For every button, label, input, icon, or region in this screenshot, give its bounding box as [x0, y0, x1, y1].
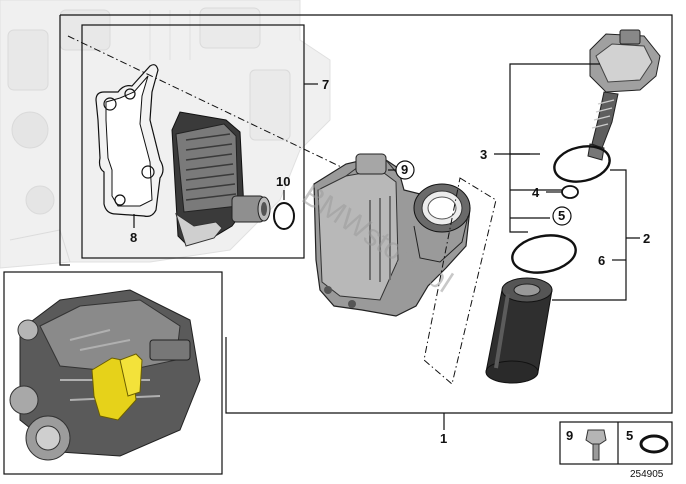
callout-9: 9 — [401, 162, 408, 177]
leader-bracket-left — [509, 63, 600, 233]
oil-filter-element — [485, 277, 553, 384]
legend-boxes — [559, 421, 673, 465]
callout-1: 1 — [440, 431, 447, 446]
engine-inset — [3, 271, 223, 475]
group-7-box — [81, 24, 305, 259]
callout-10: 10 — [276, 174, 290, 189]
callout-3: 3 — [480, 147, 487, 162]
o-ring-part-6 — [511, 234, 577, 274]
legend-ring-icon — [639, 434, 669, 454]
o-ring-part-10 — [273, 202, 295, 230]
o-ring-part-3 — [553, 145, 611, 183]
callout-4: 4 — [532, 185, 540, 200]
callout-5: 5 — [558, 208, 565, 223]
callout-8: 8 — [130, 230, 137, 245]
filter-element-outline — [423, 177, 497, 385]
alignment-line-top — [67, 35, 361, 177]
main-frame — [59, 14, 673, 414]
gasket-part-8 — [95, 64, 164, 217]
legend-label-5: 5 — [626, 428, 633, 443]
legend-label-9: 9 — [566, 428, 573, 443]
callout-6: 6 — [598, 253, 605, 268]
callout-circle-9 — [395, 160, 415, 180]
callout-circle-5 — [552, 206, 572, 226]
legend-bolt-icon — [585, 429, 607, 461]
oil-filter-cap — [587, 29, 661, 161]
leader-bracket-right — [552, 169, 640, 301]
diagram-number: 254905 — [630, 469, 664, 480]
oil-cooler — [171, 111, 271, 247]
callout-7: 7 — [322, 77, 329, 92]
callout-2: 2 — [643, 231, 650, 246]
o-ring-part-4 — [561, 185, 579, 199]
